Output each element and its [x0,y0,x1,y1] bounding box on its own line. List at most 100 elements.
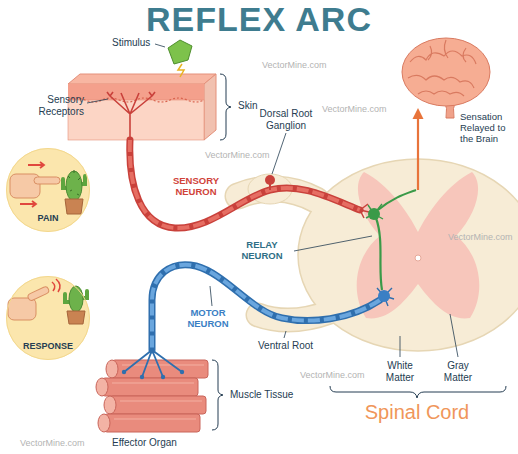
fiber-end [106,360,118,378]
ganglion-cell [265,175,275,185]
watermark: VectorMine.com [322,104,387,114]
leader-line [155,44,165,47]
dermis [68,100,204,140]
leader-line [450,314,458,357]
cactus-spines [68,170,80,195]
brain-folds [408,40,476,96]
gray-matter-right [418,172,479,318]
endplate [161,375,165,379]
neuron-label: SENSORY NEURON [166,176,226,198]
muscle-fiber [110,396,206,414]
pathway-label: Sensation Relayed to the Brain [460,112,512,145]
watermark: VectorMine.com [300,370,365,380]
muscle-bracket [212,360,223,430]
skin-bracket [220,74,231,140]
muscle-tissue [96,360,208,432]
stimulus-label: Stimulus [112,37,150,49]
myelin-sheath [130,140,360,228]
receptor-label: Sensory Receptors [28,94,84,117]
fiber-end [96,378,108,396]
watermark: VectorMine.com [20,438,85,448]
relay-branch [378,190,416,210]
circle-outline [7,277,90,360]
leader-line [294,236,372,251]
cactus-arm [65,294,69,302]
flower-pot [67,311,85,324]
motion-arcs [52,279,60,292]
pain-circle: PAIN [6,148,90,232]
diagram-title: REFLEX ARC [0,0,518,39]
hand-finger [34,177,60,184]
skin-label: Skin [238,100,257,112]
watermark: VectorMine.com [448,232,513,242]
gray-matter [357,172,480,318]
neuron-label: MOTOR NEURON [180,308,236,330]
cactus-body [69,286,83,312]
response-circle: RESPONSE [6,276,90,360]
endplate [122,370,126,374]
muscle-fiber [104,414,200,432]
leader-line [272,133,286,174]
relay-dendrites [366,204,383,219]
circle-outline [7,149,90,232]
skin-side [204,74,216,140]
hand-palm [8,298,36,320]
stimulus-object [168,40,192,64]
tissue-label: Muscle Tissue [230,389,293,401]
ganglion-label: Dorsal Root Ganglion [254,108,318,131]
motion-arrow [20,201,36,207]
brain-outline [402,38,490,106]
fiber-striations [112,365,204,419]
leader-line [284,331,286,338]
relay-axon [376,218,382,290]
skin-block [68,74,216,140]
pathway-arrowhead [413,108,424,119]
leader-line [87,99,108,103]
flower-pot [65,199,83,214]
myelin-sheath [152,265,380,350]
sensory-terminals [360,204,369,218]
leader-line [400,336,401,357]
gray-matter-left [357,172,418,318]
stimulus-spark [178,64,184,77]
ascending-pathway [417,117,419,190]
node-label: RESPONSE [23,341,73,351]
epidermis [68,84,204,100]
fiber-end [104,396,116,414]
endplate [180,370,184,374]
endplate [140,375,144,379]
hand-finger [27,286,50,302]
motor-cell [378,290,390,302]
matter-label: Gray Matter [438,360,478,383]
node-label: PAIN [38,213,59,223]
motor-axon [152,265,380,350]
matter-label: White Matter [380,360,420,383]
central-canal [415,255,421,261]
sensory-axon [130,140,360,228]
watermark: VectorMine.com [205,150,270,160]
cactus-body [66,171,82,201]
root-label: Ventral Root [258,340,313,352]
watermark: VectorMine.com [262,60,327,70]
pain-icon [10,162,85,214]
response-backdrop [6,276,90,360]
response-icon [8,279,87,324]
motor-terminals [124,350,182,377]
skin-top [68,74,216,84]
relay-cell [368,208,380,220]
organ-label: Effector Organ [112,437,177,449]
brain [402,38,490,118]
pain-backdrop [6,148,90,232]
motor-dendrites [377,288,394,306]
cord-bracket [330,386,506,398]
muscle-fiber [102,378,198,396]
motion-arrow [28,162,44,168]
sensory-receptors [107,92,155,140]
leader-line [210,286,212,306]
neuron-label: RELAY NEURON [232,240,292,262]
fiber-end [98,414,110,432]
motor-endplates [122,370,184,379]
